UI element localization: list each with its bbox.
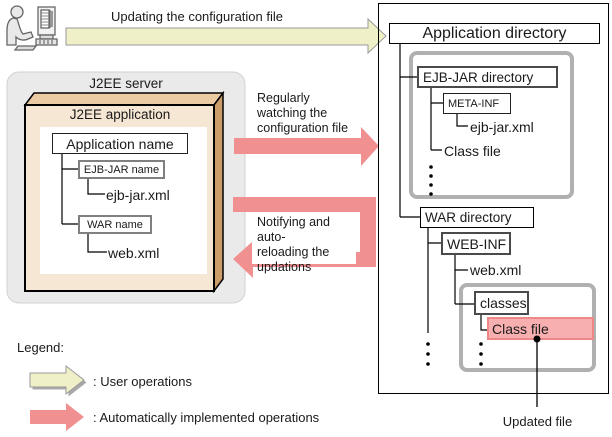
meta-inf-box: META-INF <box>443 93 511 114</box>
updated-file-label: Updated file <box>502 414 573 429</box>
ejb-jar-directory-label: EJB-JAR directory <box>423 69 534 85</box>
war-directory-label: WAR directory <box>425 210 512 225</box>
application-name-label: Application name <box>66 135 174 152</box>
application-directory-panel <box>378 3 609 394</box>
war-name-label: WAR name <box>87 218 143 231</box>
notify-flow-label: Notifying and auto- reloading the updati… <box>252 214 356 274</box>
legend-title: Legend: <box>17 340 64 355</box>
classes-label: classes <box>480 295 527 311</box>
web-inf-label: WEB-INF <box>447 235 507 252</box>
ejb-jar-directory-box: EJB-JAR directory <box>417 66 558 88</box>
ejb-jar-name-label: EJB-JAR name <box>83 163 160 176</box>
update-flow-label: Updating the configuration file <box>110 9 283 24</box>
legend-auto-arrow <box>30 403 84 431</box>
meta-inf-label: META-INF <box>448 97 500 110</box>
ejb-jar-xml-label: ejb-jar.xml <box>106 187 170 203</box>
web-xml-label: web.xml <box>108 245 160 261</box>
web-xml-file-label: web.xml <box>470 262 522 278</box>
application-directory-box: Application directory <box>389 23 600 44</box>
ejb-jar-name-box: EJB-JAR name <box>78 160 165 179</box>
watch-flow-label: Regularly watching the configuration fil… <box>257 91 349 135</box>
web-inf-box: WEB-INF <box>441 232 511 255</box>
update-config-arrow <box>65 17 387 55</box>
legend-user-arrow <box>29 364 87 397</box>
ejb-class-file-label: Class file <box>444 143 501 159</box>
application-name-box: Application name <box>52 133 188 154</box>
legend-auto-label: : Automatically implemented operations <box>93 410 320 425</box>
ejb-jar-xml-file-label: ejb-jar.xml <box>470 119 534 135</box>
updated-class-file-label: Class file <box>492 320 549 337</box>
updated-class-file-highlight: Class file <box>487 317 594 340</box>
war-directory-box: WAR directory <box>420 207 534 228</box>
j2ee-server-title: J2EE server <box>89 76 163 91</box>
classes-box: classes <box>474 291 529 315</box>
legend-user-label: : User operations <box>93 374 192 389</box>
j2ee-application-title: J2EE application <box>69 107 171 122</box>
application-directory-label: Application directory <box>422 24 567 42</box>
war-name-box: WAR name <box>78 215 152 234</box>
classes-group-box <box>459 283 596 372</box>
